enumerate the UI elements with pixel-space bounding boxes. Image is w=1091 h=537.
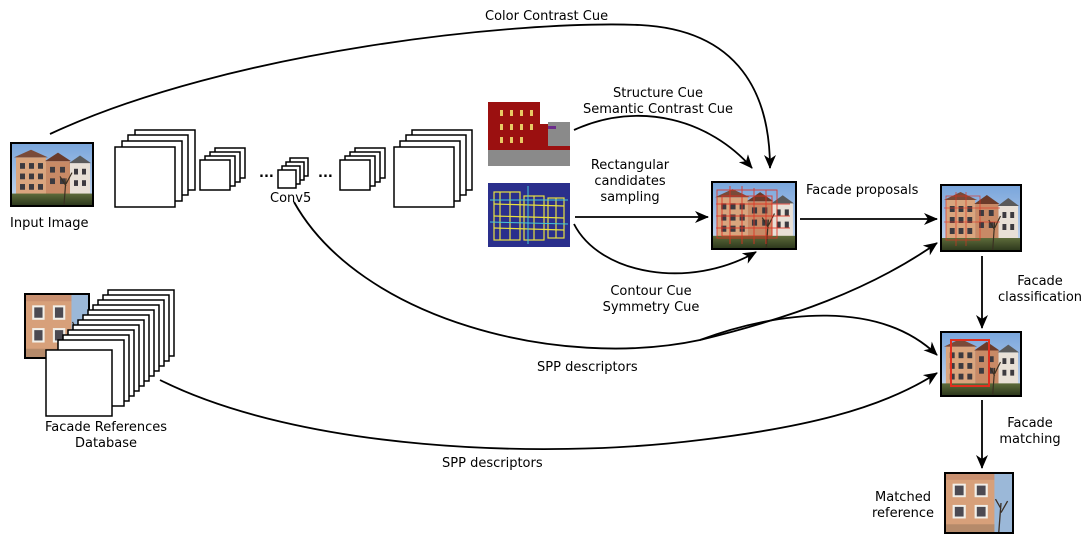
arrow-contour-cue	[573, 223, 757, 275]
arrow-spp-top-proposals	[293, 201, 938, 350]
rectangular-candidates-image	[711, 181, 797, 250]
arrow-color-contrast	[49, 23, 776, 169]
matched-reference-image	[944, 472, 1014, 534]
structure-cue-map	[488, 102, 570, 166]
sampling-text: sampling	[600, 190, 660, 205]
input-image-thumbnail	[10, 142, 94, 207]
facade-matching-label: Facade matching	[996, 416, 1064, 448]
semantic-contrast-cue-text: Semantic Contrast Cue	[582, 102, 734, 117]
symmetry-cue-text: Symmetry Cue	[602, 300, 700, 315]
structure-cue-text: Structure Cue	[613, 86, 703, 101]
rectangular-text: Rectangular	[590, 158, 670, 173]
facade-classification-label: Facade classification	[990, 274, 1090, 306]
facade-references-line2: Database	[74, 436, 138, 451]
matched-reference-label: Matched reference	[866, 490, 940, 522]
facade-matching-line2: matching	[999, 432, 1061, 447]
facade-references-line1: Facade References	[45, 420, 167, 435]
spp-descriptors-top-label: SPP descriptors	[537, 360, 638, 375]
contour-cue-map	[488, 183, 570, 247]
cnn-feature-stack	[114, 129, 473, 208]
arrow-spp-top-classification	[699, 314, 938, 356]
facade-classification-line2: classification	[997, 290, 1083, 305]
spp-descriptors-bottom-label: SPP descriptors	[442, 456, 543, 471]
facade-proposals-label: Facade proposals	[806, 183, 919, 198]
matched-reference-line1: Matched	[875, 490, 931, 505]
ellipsis-right: ...	[318, 166, 333, 181]
candidates-text: candidates	[594, 174, 666, 189]
facade-matching-line1: Facade	[1007, 416, 1053, 431]
arrow-spp-bottom	[159, 372, 938, 450]
conv5-label: Conv5	[270, 191, 312, 206]
contour-cue-text: Contour Cue	[610, 284, 692, 299]
rectangular-candidates-label: Rectangular candidates sampling	[580, 158, 680, 206]
facade-classification-line1: Facade	[1017, 274, 1063, 289]
facade-classification-image	[940, 331, 1022, 397]
matched-reference-line2: reference	[871, 506, 935, 521]
color-contrast-cue-label: Color Contrast Cue	[485, 9, 609, 24]
structure-semantic-cue-label: Structure Cue Semantic Contrast Cue	[578, 86, 738, 118]
ellipsis-left: ...	[259, 166, 274, 181]
facade-proposals-image	[940, 184, 1022, 252]
arrow-structure-cue	[573, 114, 753, 169]
contour-symmetry-cue-label: Contour Cue Symmetry Cue	[596, 284, 706, 316]
facade-references-stack	[24, 289, 175, 417]
facade-references-label: Facade References Database	[36, 420, 176, 452]
input-image-label: Input Image	[10, 216, 89, 231]
